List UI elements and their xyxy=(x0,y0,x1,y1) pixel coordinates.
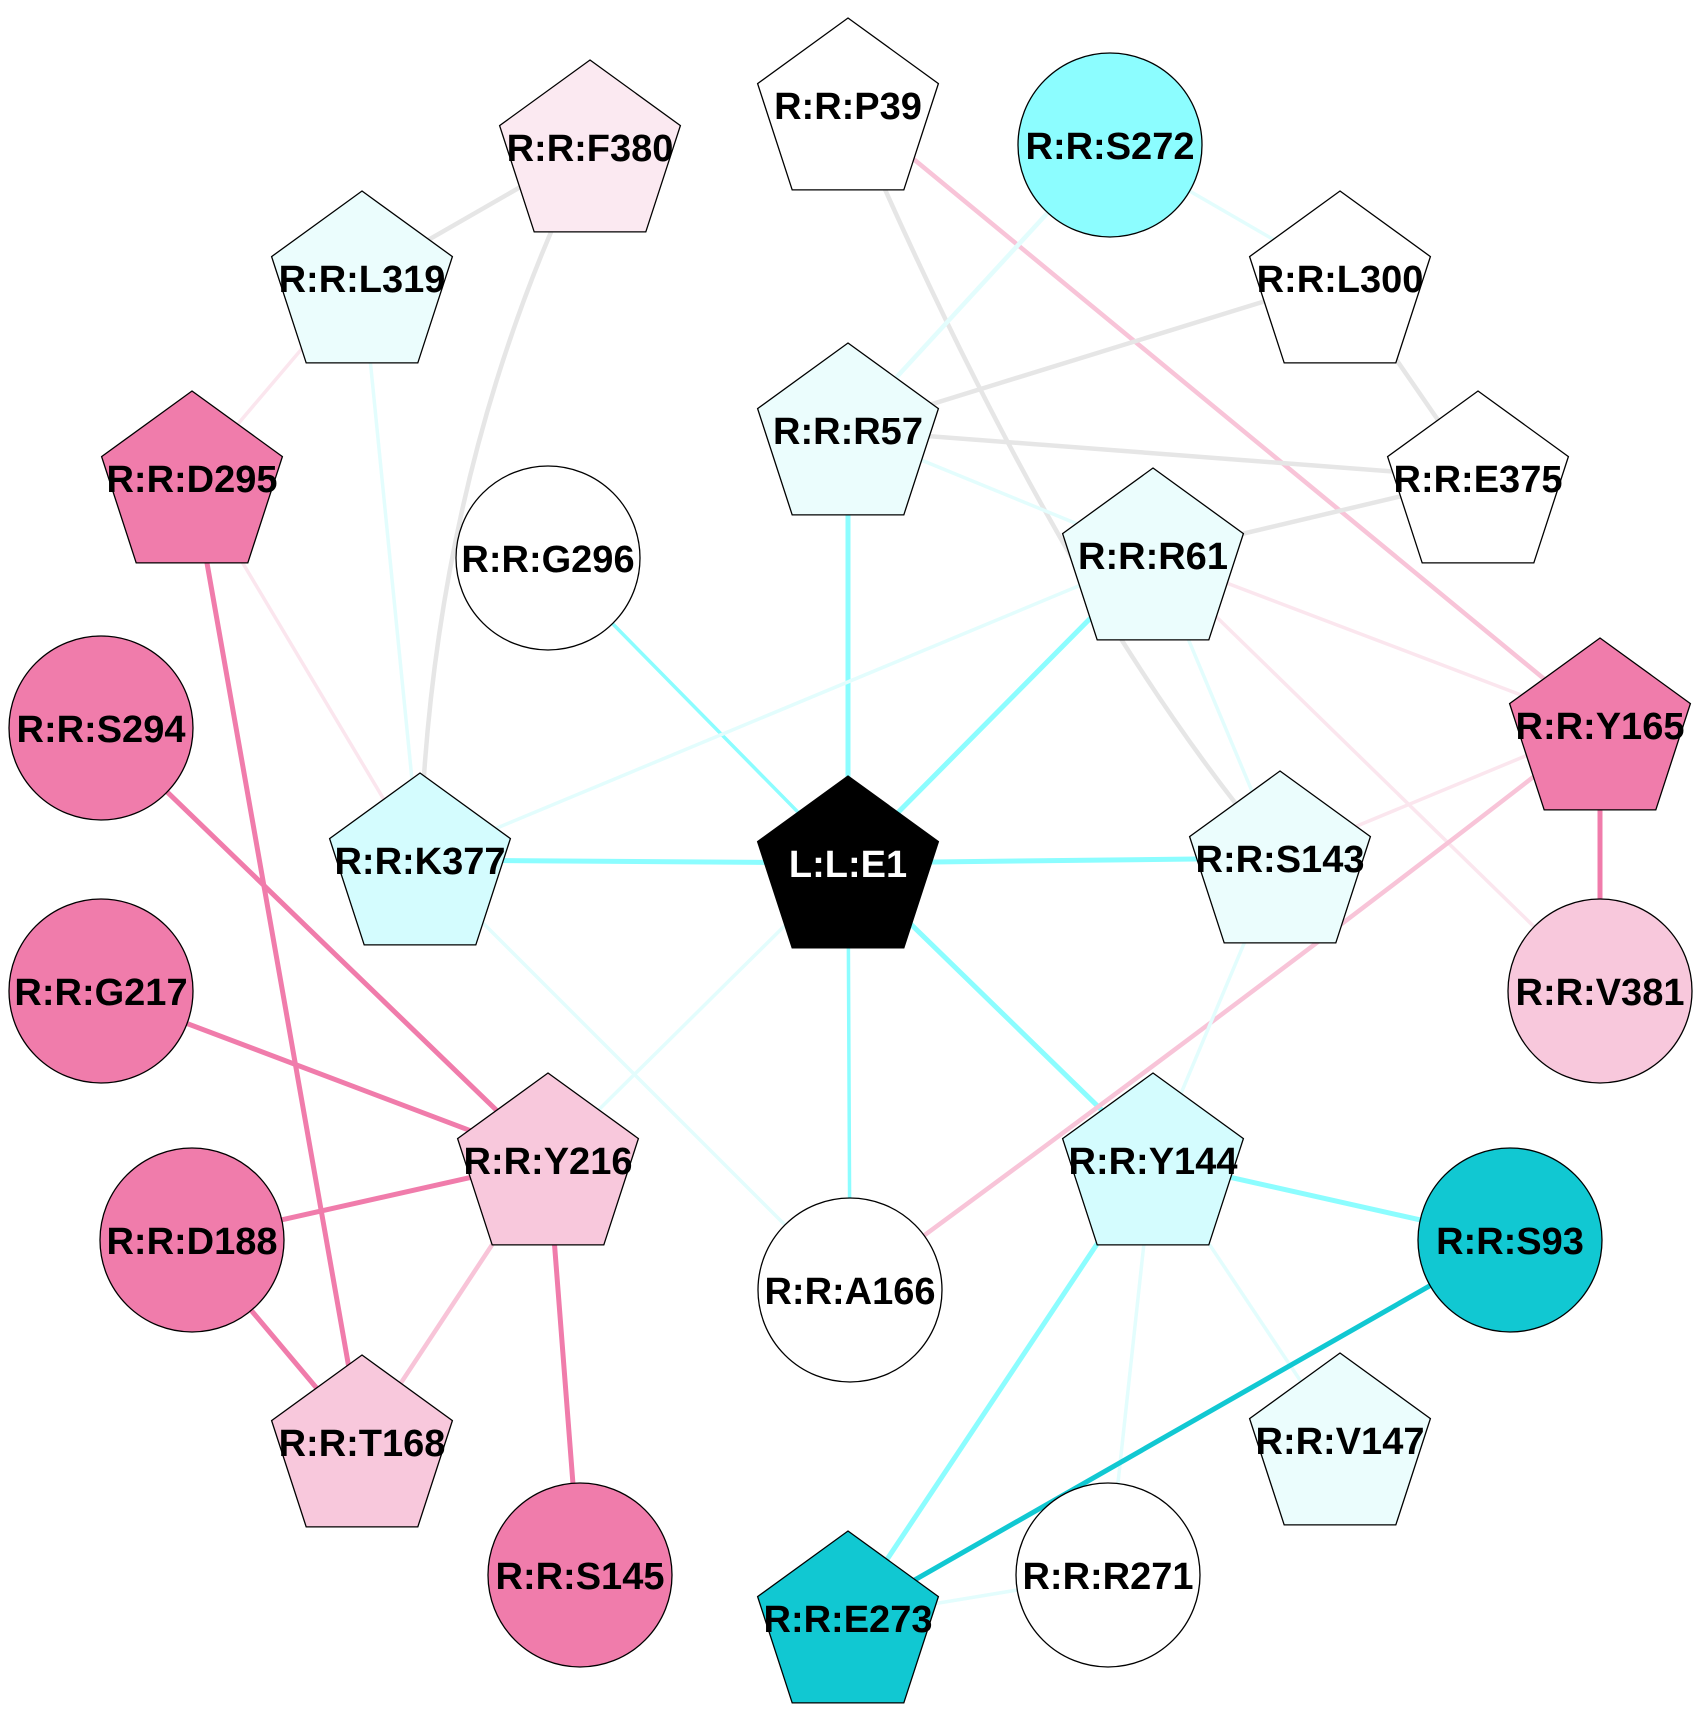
node-circle xyxy=(487,1482,673,1668)
node-r-r-r61[interactable]: R:R:R61 xyxy=(1061,467,1245,641)
edge-RRS294-RRY216 xyxy=(98,725,551,1163)
node-circle xyxy=(1017,52,1203,238)
node-pentagon xyxy=(270,190,454,364)
edge-RRD295-RRT168 xyxy=(189,475,365,1445)
node-r-r-k377[interactable]: R:R:K377 xyxy=(328,772,512,946)
node-r-r-e273[interactable]: R:R:E273 xyxy=(756,1530,940,1704)
edge-RRF380-RRK377 xyxy=(417,144,593,863)
node-circle xyxy=(757,1197,943,1383)
node-pentagon xyxy=(1508,637,1692,811)
node-pentagon xyxy=(1061,467,1245,641)
node-r-r-y144[interactable]: R:R:Y144 xyxy=(1061,1072,1245,1246)
node-r-r-r271[interactable]: R:R:R271 xyxy=(1015,1482,1201,1668)
node-label: R:R:F380 xyxy=(507,128,674,170)
node-pentagon xyxy=(270,1354,454,1528)
node-r-r-l300[interactable]: R:R:L300 xyxy=(1248,190,1432,364)
node-r-r-s93[interactable]: R:R:S93 xyxy=(1417,1147,1603,1333)
edge-RRY165-RRA166 xyxy=(847,722,1603,1293)
node-label: R:R:T168 xyxy=(279,1423,446,1465)
node-label: R:R:V381 xyxy=(1516,972,1685,1014)
node-r-r-p39[interactable]: R:R:P39 xyxy=(756,17,940,191)
node-pentagon xyxy=(1248,190,1432,364)
node-circle xyxy=(8,635,194,821)
node-r-r-v147[interactable]: R:R:V147 xyxy=(1248,1352,1432,1526)
edge-RRR61-RRK377 xyxy=(418,553,1155,862)
node-l-l-e1[interactable]: L:L:E1 xyxy=(756,775,940,949)
node-pentagon xyxy=(756,342,940,516)
node-pentagon xyxy=(1248,1352,1432,1526)
node-pentagon xyxy=(498,59,682,233)
node-circle xyxy=(455,465,641,651)
node-r-r-s143[interactable]: R:R:S143 xyxy=(1188,770,1372,944)
node-pentagon xyxy=(100,390,284,564)
node-label: R:R:E375 xyxy=(1394,459,1563,501)
node-r-r-y165[interactable]: R:R:Y165 xyxy=(1508,637,1692,811)
node-r-r-s145[interactable]: R:R:S145 xyxy=(487,1482,673,1668)
node-pentagon xyxy=(756,775,940,949)
edge-RRK377-RRA166 xyxy=(418,858,852,1292)
node-r-r-a166[interactable]: R:R:A166 xyxy=(757,1197,943,1383)
node-r-r-f380[interactable]: R:R:F380 xyxy=(498,59,682,233)
node-r-r-r57[interactable]: R:R:R57 xyxy=(756,342,940,516)
node-pentagon xyxy=(1188,770,1372,944)
node-label: R:R:E273 xyxy=(764,1599,933,1641)
node-label: R:R:G217 xyxy=(14,972,187,1014)
node-label: R:R:A166 xyxy=(764,1271,935,1313)
edge-RRL319-RRK377 xyxy=(360,276,422,862)
node-pentagon xyxy=(1061,1072,1245,1246)
node-r-r-g296[interactable]: R:R:G296 xyxy=(455,465,641,651)
node-r-r-v381[interactable]: R:R:V381 xyxy=(1507,898,1693,1084)
node-label: R:R:S272 xyxy=(1026,126,1195,168)
node-label: R:R:Y165 xyxy=(1516,706,1685,748)
edge-RRS93-RRE273 xyxy=(845,1237,1513,1621)
node-label: R:R:L319 xyxy=(279,259,446,301)
node-label: R:R:Y144 xyxy=(1069,1141,1238,1183)
node-label: R:R:R61 xyxy=(1078,536,1228,578)
node-r-r-s294[interactable]: R:R:S294 xyxy=(8,635,194,821)
node-circle xyxy=(1507,898,1693,1084)
node-r-r-t168[interactable]: R:R:T168 xyxy=(270,1354,454,1528)
node-label: R:R:S93 xyxy=(1436,1221,1584,1263)
node-pentagon xyxy=(1386,390,1570,564)
node-r-r-g217[interactable]: R:R:G217 xyxy=(8,898,194,1084)
edge-RRR61-RRV381 xyxy=(1151,553,1602,993)
node-r-r-e375[interactable]: R:R:E375 xyxy=(1386,390,1570,564)
node-label: R:R:R271 xyxy=(1022,1556,1193,1598)
node-pentagon xyxy=(456,1072,640,1246)
node-r-r-s272[interactable]: R:R:S272 xyxy=(1017,52,1203,238)
node-r-r-l319[interactable]: R:R:L319 xyxy=(270,190,454,364)
edge-RRP39-RRS143 xyxy=(845,102,1283,861)
node-label: R:R:D188 xyxy=(106,1221,277,1263)
node-label: R:R:Y216 xyxy=(464,1141,633,1183)
node-circle xyxy=(99,1147,285,1333)
node-label: R:R:R57 xyxy=(773,411,923,453)
node-circle xyxy=(1015,1482,1201,1668)
node-label: R:R:S294 xyxy=(17,709,186,751)
node-label: R:R:L300 xyxy=(1257,259,1424,301)
node-r-r-d188[interactable]: R:R:D188 xyxy=(99,1147,285,1333)
node-pentagon xyxy=(328,772,512,946)
node-label: R:R:K377 xyxy=(334,841,505,883)
node-pentagon xyxy=(756,17,940,191)
edge-RRP39-RRY165 xyxy=(845,102,1603,728)
node-circle xyxy=(8,898,194,1084)
node-label: R:R:D295 xyxy=(106,459,277,501)
node-label: L:L:E1 xyxy=(789,844,907,886)
node-pentagon xyxy=(756,1530,940,1704)
node-label: R:R:P39 xyxy=(774,86,922,128)
node-label: R:R:S145 xyxy=(496,1556,665,1598)
node-circle xyxy=(1417,1147,1603,1333)
node-r-r-y216[interactable]: R:R:Y216 xyxy=(456,1072,640,1246)
node-label: R:R:G296 xyxy=(461,539,634,581)
node-label: R:R:V147 xyxy=(1256,1421,1425,1463)
node-label: R:R:S143 xyxy=(1196,839,1365,881)
edge-RRR57-RRE375 xyxy=(845,427,1481,481)
node-r-r-d295[interactable]: R:R:D295 xyxy=(100,390,284,564)
